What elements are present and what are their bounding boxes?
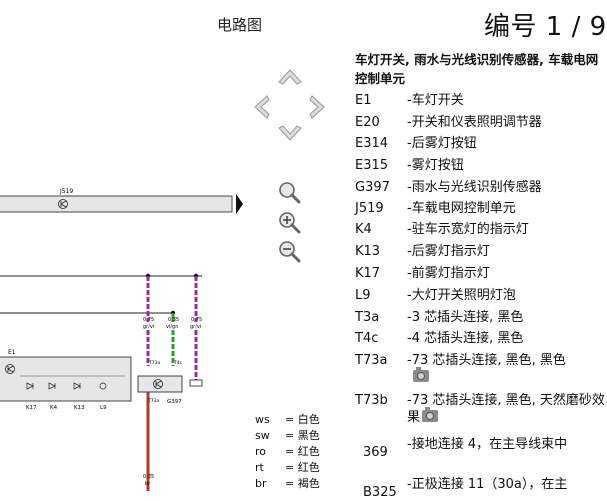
label-j519: J519 — [59, 188, 73, 195]
camera-icon[interactable] — [422, 407, 439, 422]
nav-up-button[interactable] — [277, 66, 303, 86]
label-l9: L9 — [100, 405, 107, 411]
color-code-br: br= 褐色 — [255, 477, 320, 490]
nav-right-button[interactable] — [308, 94, 328, 120]
color-code-ro: ro= 红色 — [255, 445, 320, 458]
chevron-left-icon — [254, 95, 270, 119]
j519-transistor-symbol — [58, 199, 68, 209]
zoom-in-button[interactable] — [278, 211, 302, 235]
label-connector-3: T73a — [147, 398, 159, 404]
diagram-number: 编号 1 / 9 — [484, 12, 607, 42]
j519-control-unit — [0, 195, 233, 213]
wire-color-4: br — [145, 481, 151, 487]
zoom-out-icon — [279, 241, 301, 263]
zoom-out-button[interactable] — [278, 240, 302, 264]
label-e1: E1 — [8, 349, 16, 356]
color-code-rt: rt= 红色 — [255, 461, 320, 474]
wire-label-4: 0.35 — [143, 474, 154, 480]
chevron-right-icon — [309, 95, 325, 119]
label-k4: K4 — [50, 405, 58, 411]
g397-transistor-symbol — [153, 379, 163, 389]
page-title: 电路图 — [217, 16, 263, 34]
camera-icon[interactable] — [413, 367, 429, 382]
legend-title: 车灯开关, 雨水与光线识别传感器, 车载电网控制单元 — [355, 52, 599, 86]
e1-transistor-symbol — [5, 364, 15, 374]
chevron-down-icon — [278, 125, 302, 141]
color-code-sw: sw= 黑色 — [255, 429, 320, 442]
color-code-ws: ws= 白色 — [255, 413, 320, 426]
wire-label-3: 0.75 — [191, 317, 202, 323]
e1-light-switch — [0, 356, 132, 402]
label-connector-2: T4c — [173, 360, 183, 366]
wiring-diagram: J519 0.75 gr/vi 0.35 vi/gn 0.75 gr/vi 0.… — [0, 188, 243, 491]
label-k17: K17 — [26, 405, 37, 411]
wire-color-1: gr/vi — [143, 324, 154, 330]
chevron-up-icon — [278, 69, 302, 85]
wire-color-3: gr/vi — [190, 324, 201, 330]
e1-led-symbols — [26, 382, 107, 390]
zoom-fit-button[interactable] — [278, 181, 302, 205]
nav-down-button[interactable] — [277, 124, 303, 144]
nav-left-button[interactable] — [251, 94, 271, 120]
wire-color-2: vi/gn — [166, 324, 178, 330]
label-k13: K13 — [74, 405, 85, 411]
zoom-in-icon — [279, 212, 301, 234]
j519-arrow — [236, 194, 243, 214]
label-connector-1: T73a — [148, 360, 160, 366]
magnifier-icon — [279, 182, 301, 204]
label-g397: G397 — [167, 399, 182, 405]
wire-label-1: 0.75 — [143, 317, 154, 323]
wire-label-2: 0.35 — [168, 317, 179, 323]
g397-sensor — [137, 375, 183, 393]
ground-connector — [189, 379, 203, 387]
